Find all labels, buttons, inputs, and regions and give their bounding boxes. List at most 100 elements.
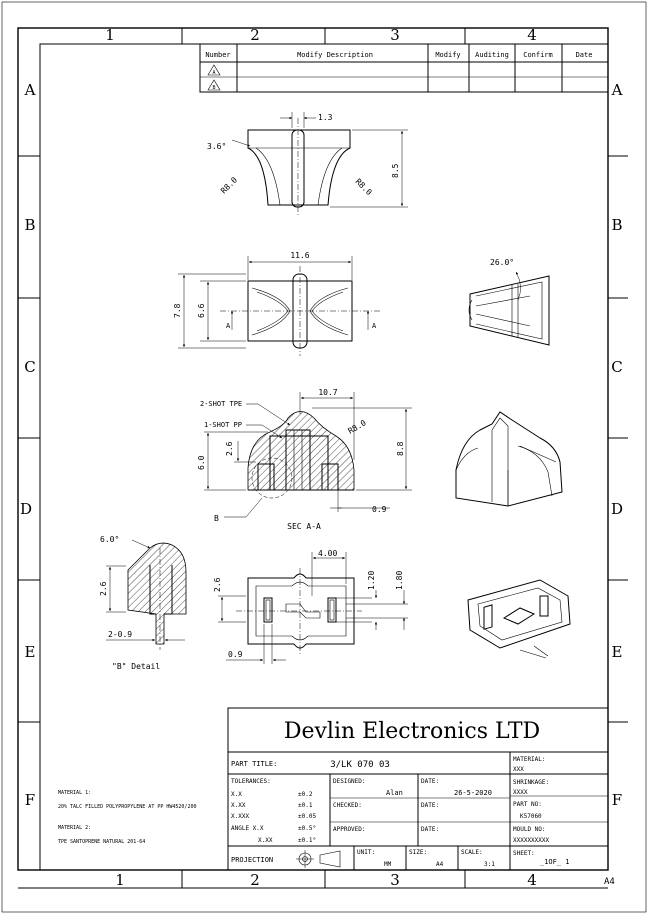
tolerances-label: TOLERANCES: bbox=[231, 778, 271, 785]
side-view: 26.0° bbox=[468, 258, 550, 346]
zone-col-3: 3 bbox=[390, 26, 400, 44]
section-label-pp: 1-SHOT PP bbox=[204, 421, 242, 429]
title-block: Devlin Electronics LTD PART TITLE: 3/LK … bbox=[227, 707, 609, 871]
bottom-view-bottom-dim: 0.9 bbox=[228, 650, 243, 659]
sheet-label: SHEET: bbox=[513, 850, 535, 857]
section-title: SEC A-A bbox=[287, 522, 321, 531]
zone-row-c: C bbox=[24, 358, 35, 376]
tol-value-5: ±0.1° bbox=[298, 837, 316, 844]
zone-row-f: F bbox=[25, 791, 35, 809]
front-view-width-dim: 11.6 bbox=[290, 251, 309, 260]
front-view-inner-height-dim: 6.6 bbox=[197, 303, 206, 318]
material-notes: MATERIAL 1: 20% TALC FILLED POLYPROPYLEN… bbox=[58, 790, 196, 845]
tol-format-3: X.XXX bbox=[231, 813, 249, 820]
detail-bottom-dim: 2-0.9 bbox=[108, 630, 132, 639]
scale-value: 3:1 bbox=[484, 861, 495, 868]
rev-row-b-number: B bbox=[212, 85, 215, 91]
front-view-outer-height-dim: 7.8 bbox=[173, 303, 182, 318]
tol-format-1: X.X bbox=[231, 791, 242, 798]
detail-view: 6.0° 2.6 2-0.9 "B" Detail bbox=[99, 535, 187, 671]
zone-col-2-bottom: 2 bbox=[250, 871, 260, 889]
shrinkage-value: XXXX bbox=[513, 789, 528, 796]
zone-row-b-right: B bbox=[611, 216, 622, 234]
shrinkage-label: SHRINKAGE: bbox=[513, 779, 549, 786]
zone-col-3-bottom: 3 bbox=[390, 871, 400, 889]
zone-col-1: 1 bbox=[105, 26, 115, 44]
section-small-height-dim: 2.6 bbox=[225, 441, 234, 456]
bottom-view-dim2: 1.80 bbox=[395, 571, 404, 590]
zone-row-d: D bbox=[20, 500, 32, 518]
material-label: MATERIAL: bbox=[513, 756, 546, 763]
detail-angle-dim: 6.0° bbox=[100, 535, 119, 544]
date-label-3: DATE: bbox=[421, 826, 439, 833]
detail-ref-label: B bbox=[214, 514, 219, 523]
material1-label: MATERIAL 1: bbox=[58, 790, 91, 796]
material2-text: TPE SANTOPRENE NATURAL 201-64 bbox=[58, 839, 145, 845]
zone-row-c-right: C bbox=[611, 358, 622, 376]
detail-title: "B" Detail bbox=[112, 662, 160, 671]
tol-format-4: ANGLE X.X bbox=[231, 825, 264, 832]
section-view: 10.7 R8.0 8.8 6.0 2.6 0.9 2-SHOT TPE 1-S… bbox=[197, 388, 412, 531]
revision-table: Number Modify Description Modify Auditin… bbox=[199, 43, 609, 93]
part-title-value: 3/LK 070 03 bbox=[330, 760, 390, 770]
company-name: Devlin Electronics LTD bbox=[284, 719, 540, 744]
rev-header-date: Date bbox=[576, 51, 593, 59]
side-view-angle-dim: 26.0° bbox=[490, 258, 514, 267]
material2-label: MATERIAL 2: bbox=[58, 825, 91, 831]
part-no-label: PART NO: bbox=[513, 801, 542, 808]
section-right-height-dim: 8.8 bbox=[396, 441, 405, 456]
tol-value-4: ±0.5° bbox=[298, 825, 316, 832]
tol-value-3: ±0.05 bbox=[298, 813, 316, 820]
size-label: SIZE: bbox=[409, 849, 427, 856]
section-marker-right: A bbox=[372, 322, 377, 330]
bottom-view-height-dim: 2.6 bbox=[213, 577, 222, 592]
designed-value: Alan bbox=[386, 789, 403, 797]
checked-label: CHECKED: bbox=[333, 802, 362, 809]
zone-column-labels: 1 2 3 4 1 2 3 4 bbox=[105, 26, 537, 889]
rev-header-auditing: Auditing bbox=[475, 51, 509, 59]
part-no-value: K57060 bbox=[520, 813, 542, 820]
front-view: 11.6 7.8 6.6 A A bbox=[173, 251, 380, 356]
material1-text: 20% TALC FILLED POLYPROPYLENE AT PP HW45… bbox=[58, 804, 196, 810]
mould-no-value: XXXXXXXXXX bbox=[513, 837, 550, 844]
zone-row-f-right: F bbox=[612, 791, 622, 809]
bottom-view-width-dim: 4.00 bbox=[318, 549, 337, 558]
sheet-value: _1OF_ 1 bbox=[540, 858, 570, 866]
designed-label: DESIGNED: bbox=[333, 778, 366, 785]
date-label-1: DATE: bbox=[421, 778, 439, 785]
bottom-view: 4.00 1.20 1.80 2.6 0.9 bbox=[213, 549, 408, 664]
unit-label: UNIT: bbox=[357, 849, 375, 856]
section-bottom-dim: 0.9 bbox=[372, 505, 387, 514]
third-angle-projection-icon bbox=[296, 850, 341, 868]
material-value: XXX bbox=[513, 766, 524, 773]
detail-height-dim: 2.6 bbox=[99, 581, 108, 596]
rev-header-number: Number bbox=[205, 51, 230, 59]
section-width-dim: 10.7 bbox=[318, 388, 337, 397]
approved-label: APPROVED: bbox=[333, 826, 366, 833]
revision-marker-b-icon: B bbox=[207, 79, 221, 91]
rev-header-description: Modify Description bbox=[297, 51, 373, 59]
revision-marker-a-icon: A bbox=[207, 64, 221, 76]
zone-col-4-bottom: 4 bbox=[527, 871, 537, 889]
section-left-height-dim: 6.0 bbox=[197, 455, 206, 470]
isometric-view-bottom bbox=[467, 579, 571, 659]
tol-format-2: X.XX bbox=[231, 802, 246, 809]
projection-label: PROJECTION bbox=[231, 856, 273, 864]
zone-row-labels: A B C D E F A B C D E F bbox=[20, 81, 623, 809]
zone-row-a: A bbox=[24, 81, 36, 99]
zone-col-2: 2 bbox=[250, 26, 260, 44]
date-label-2: DATE: bbox=[421, 802, 439, 809]
top-view-width-dim: 1.3 bbox=[318, 113, 333, 122]
section-marker-left: A bbox=[226, 322, 231, 330]
section-radius-dim: R8.0 bbox=[347, 418, 368, 436]
top-view-radius-left: R8.0 bbox=[219, 175, 239, 195]
rev-header-modify: Modify bbox=[435, 51, 460, 59]
zone-row-e: E bbox=[25, 643, 36, 661]
top-view-height-dim: 8.5 bbox=[391, 163, 400, 178]
zone-row-b: B bbox=[24, 216, 35, 234]
zone-row-a-right: A bbox=[611, 81, 623, 99]
section-label-tpe: 2-SHOT TPE bbox=[200, 400, 242, 408]
tol-value-2: ±0.1 bbox=[298, 802, 313, 809]
size-value: A4 bbox=[436, 861, 444, 868]
